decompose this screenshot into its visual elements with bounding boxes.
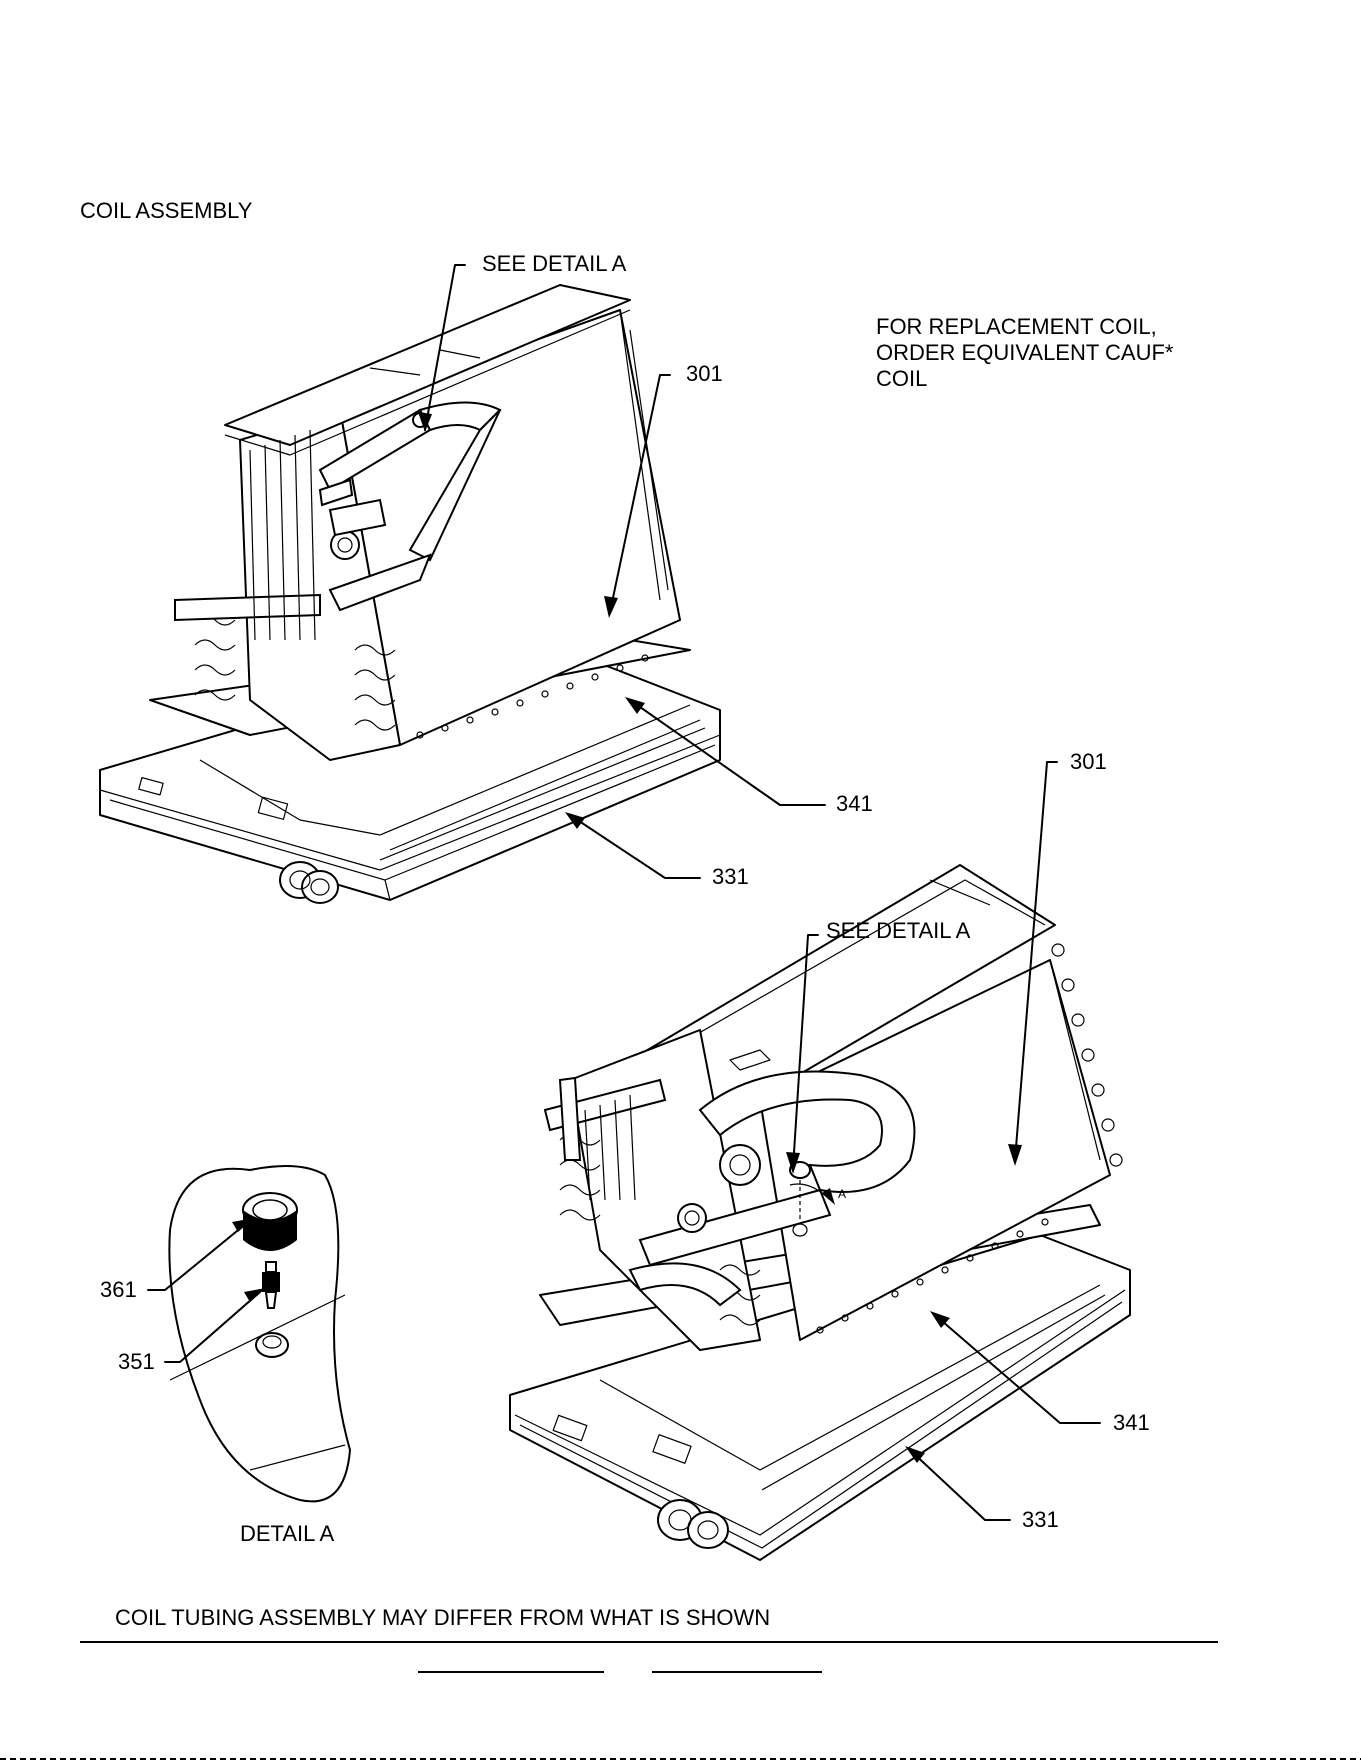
top-callout-301: 301 [686,361,723,386]
page-title: COIL ASSEMBLY [80,198,253,223]
detail-callout-351: 351 [118,1349,155,1374]
detail-callout-361: 361 [100,1277,137,1302]
top-see-detail-label: SEE DETAIL A [482,251,627,276]
detail-a-marker: A [838,1187,846,1201]
footer-note: COIL TUBING ASSEMBLY MAY DIFFER FROM WHA… [115,1605,770,1630]
bottom-coil-assembly: A [510,865,1130,1560]
bottom-see-detail-label: SEE DETAIL A [826,918,971,943]
top-callout-331: 331 [712,864,749,889]
top-coil-assembly [100,285,720,903]
replacement-note-line-3: COIL [876,366,927,391]
detail-a-view [169,1166,350,1501]
detail-caption: DETAIL A [240,1521,334,1546]
top-callout-341: 341 [836,791,873,816]
replacement-note: FOR REPLACEMENT COIL, ORDER EQUIVALENT C… [876,314,1174,391]
bottom-callout-331: 331 [1022,1507,1059,1532]
replacement-note-line-1: FOR REPLACEMENT COIL, [876,314,1157,339]
bottom-callout-301: 301 [1070,749,1107,774]
bottom-callout-341: 341 [1113,1410,1150,1435]
replacement-note-line-2: ORDER EQUIVALENT CAUF* [876,340,1174,365]
